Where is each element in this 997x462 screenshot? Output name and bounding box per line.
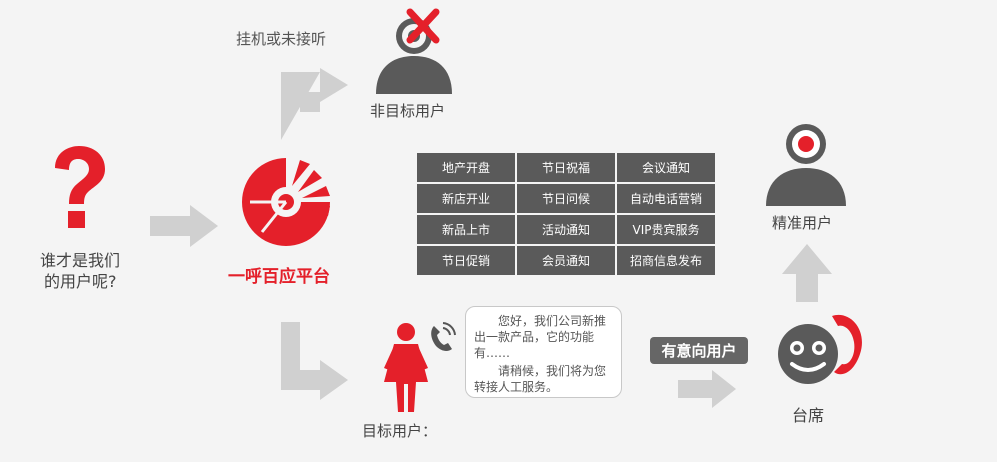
desk-agent-icon [778, 314, 862, 384]
service-cell: 新品上市 [417, 215, 515, 244]
platform-label: 一呼百应平台 [228, 267, 330, 287]
question-text-line2: 的用户呢? [44, 272, 117, 291]
service-cell: 节日问候 [517, 184, 615, 213]
question-mark-icon [55, 146, 105, 228]
precise-user-label: 精准用户 [772, 214, 833, 232]
phone-call-icon [431, 322, 456, 351]
question-text-line1: 谁才是我们 [40, 251, 121, 270]
desk-label: 台席 [792, 406, 825, 425]
service-cell: 自动电话营销 [617, 184, 715, 213]
precise-user-icon [766, 124, 846, 206]
target-user-icon [384, 323, 428, 412]
services-grid: 地产开盘 节日祝福 会议通知 新店开业 节日问候 自动电话营销 新品上市 活动通… [417, 153, 715, 275]
non-target-user-icon [376, 8, 452, 94]
arrow-platform-to-nontarget [281, 68, 348, 140]
service-cell: 招商信息发布 [617, 246, 715, 275]
service-cell: 会员通知 [517, 246, 615, 275]
platform-logo-icon [242, 158, 330, 246]
arrow-desk-to-precise [782, 244, 832, 302]
service-cell: 节日促销 [417, 246, 515, 275]
hangup-label: 挂机或未接听 [236, 30, 327, 48]
arrow-platform-to-target [281, 322, 348, 400]
service-cell: 地产开盘 [417, 153, 515, 182]
service-cell: 节日祝福 [517, 153, 615, 182]
service-cell: 新店开业 [417, 184, 515, 213]
speech-text-transfer: 请稍候，我们将为您转接人工服务。 [474, 364, 607, 394]
service-cell: 会议通知 [617, 153, 715, 182]
arrow-to-desk [678, 370, 736, 408]
speech-text-intro: 您好，我们公司新推出一款产品，它的功能有…… [474, 314, 607, 360]
target-user-label: 目标用户： [362, 422, 438, 440]
speech-bubble: 您好，我们公司新推出一款产品，它的功能有…… 请稍候，我们将为您转接人工服务。 [465, 306, 622, 398]
non-target-user-label: 非目标用户 [370, 102, 446, 120]
service-cell: 活动通知 [517, 215, 615, 244]
service-cell: VIP贵宾服务 [617, 215, 715, 244]
intent-user-badge: 有意向用户 [650, 337, 748, 364]
arrow-question-to-platform [150, 205, 218, 247]
